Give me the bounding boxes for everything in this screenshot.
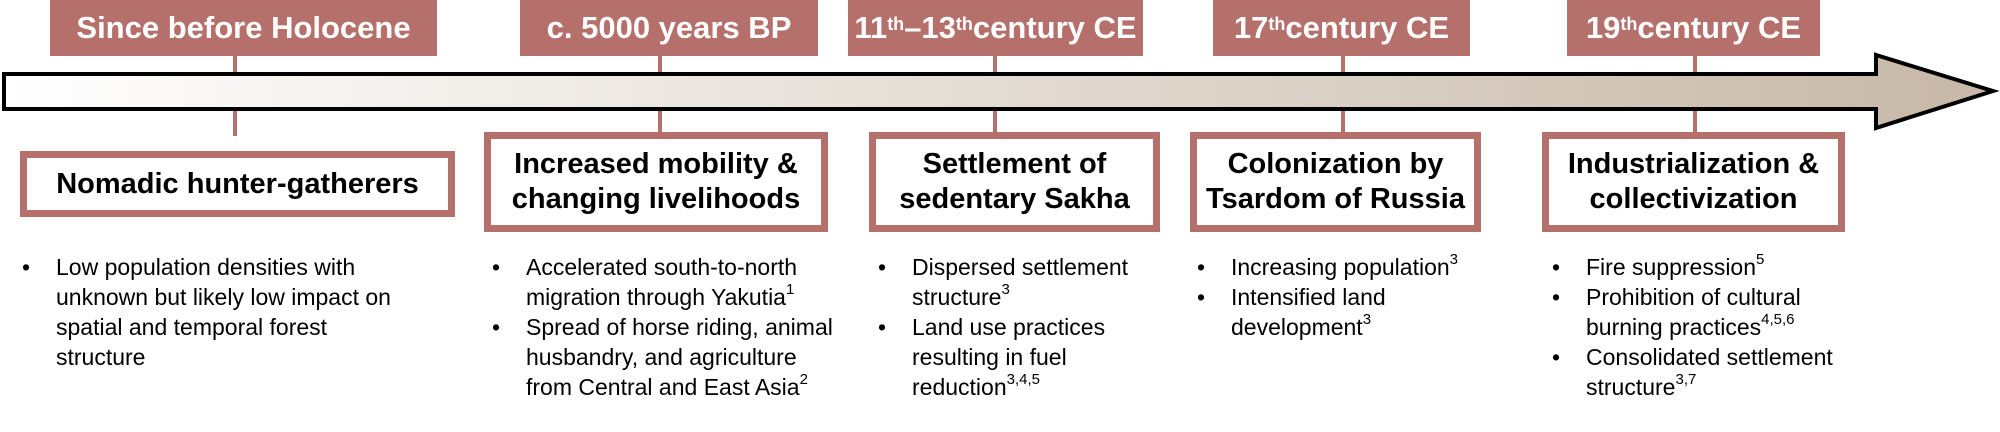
text-run: century CE — [972, 10, 1137, 45]
text-run: Dispersed settlement structure — [912, 254, 1129, 310]
text-run: Intensified land development — [1231, 284, 1386, 340]
phase-title: Nomadic hunter-gatherers — [56, 167, 419, 202]
superscript: 4,5,6 — [1761, 311, 1795, 329]
text-run: Low population densities with unknown bu… — [56, 254, 391, 370]
superscript: 1 — [785, 281, 795, 299]
bullet-item: Intensified land development3 — [1195, 282, 1490, 342]
superscript: 3 — [1001, 281, 1010, 299]
arrow-shape — [2, 52, 2000, 131]
bullet-item: Increasing population3 — [1195, 252, 1490, 282]
text-run: 19 — [1585, 10, 1621, 45]
phase-title-line: Tsardom of Russia — [1206, 183, 1465, 215]
bullet-list-c11-13: Dispersed settlement structure3Land use … — [876, 252, 1175, 402]
bullet-item: Spread of horse riding, animal husbandry… — [490, 312, 840, 402]
superscript: 3,4,5 — [1006, 371, 1040, 389]
phase-box-c19: Industrialization &collectivization — [1542, 132, 1845, 232]
superscript: 3,7 — [1675, 371, 1697, 389]
text-run: Land use practices resulting in fuel red… — [912, 314, 1106, 400]
text-run: Fire suppression — [1586, 254, 1757, 280]
era-label-bp5000: c. 5000 years BP — [520, 0, 818, 56]
bullet-list-c19: Fire suppression5Prohibition of cultural… — [1550, 252, 1880, 402]
text-run: century CE — [1285, 10, 1450, 45]
text-run: Spread of horse riding, animal husbandry… — [526, 314, 833, 400]
superscript: 3 — [1449, 251, 1459, 269]
bullet-item: Prohibition of cultural burning practice… — [1550, 282, 1880, 342]
text-run: 17 — [1233, 10, 1269, 45]
superscript: 3 — [1362, 311, 1372, 329]
phase-title-line: Nomadic hunter-gatherers — [56, 167, 419, 200]
phase-title-line: changing livelihoods — [511, 183, 801, 215]
phase-title-line: Increased mobility & — [514, 148, 798, 180]
text-run: –13 — [904, 10, 956, 45]
bullet-item: Low population densities with unknown bu… — [20, 252, 400, 372]
phase-title: Increased mobility &changing livelihoods — [512, 147, 800, 217]
phase-title-line: collectivization — [1589, 183, 1798, 215]
phase-box-bp5000: Increased mobility &changing livelihoods — [484, 132, 828, 232]
superscript: 2 — [799, 371, 808, 389]
bullet-list-c17: Increasing population3Intensified land d… — [1195, 252, 1490, 342]
bullet-list-holocene: Low population densities with unknown bu… — [20, 252, 400, 372]
phase-box-holocene: Nomadic hunter-gatherers — [20, 151, 455, 217]
text-run: c. 5000 years BP — [546, 10, 792, 45]
phase-title-line: Settlement of — [922, 148, 1107, 180]
bullet-item: Dispersed settlement structure3 — [876, 252, 1175, 312]
text-run: Prohibition of cultural burning practice… — [1586, 284, 1801, 340]
text-run: 11 — [854, 10, 888, 45]
phase-title-line: sedentary Sakha — [899, 183, 1130, 215]
phase-title-line: Industrialization & — [1567, 148, 1820, 180]
bullet-item: Accelerated south-to-north migration thr… — [490, 252, 840, 312]
text-run: century CE — [1637, 10, 1802, 45]
bullet-item: Consolidated settlement structure3,7 — [1550, 342, 1880, 402]
phase-title: Industrialization &collectivization — [1568, 147, 1819, 217]
superscript: 5 — [1756, 251, 1765, 269]
text-run: Increasing population — [1231, 254, 1450, 280]
bullet-list-bp5000: Accelerated south-to-north migration thr… — [490, 252, 840, 402]
bullet-item: Land use practices resulting in fuel red… — [876, 312, 1175, 402]
text-run: Consolidated settlement structure — [1586, 344, 1833, 400]
bullet-item: Fire suppression5 — [1550, 252, 1880, 282]
phase-title-line: Colonization by — [1227, 148, 1444, 180]
era-label-holocene: Since before Holocene — [50, 0, 437, 56]
text-run: Accelerated south-to-north migration thr… — [526, 254, 798, 310]
text-run: Since before Holocene — [76, 10, 411, 45]
